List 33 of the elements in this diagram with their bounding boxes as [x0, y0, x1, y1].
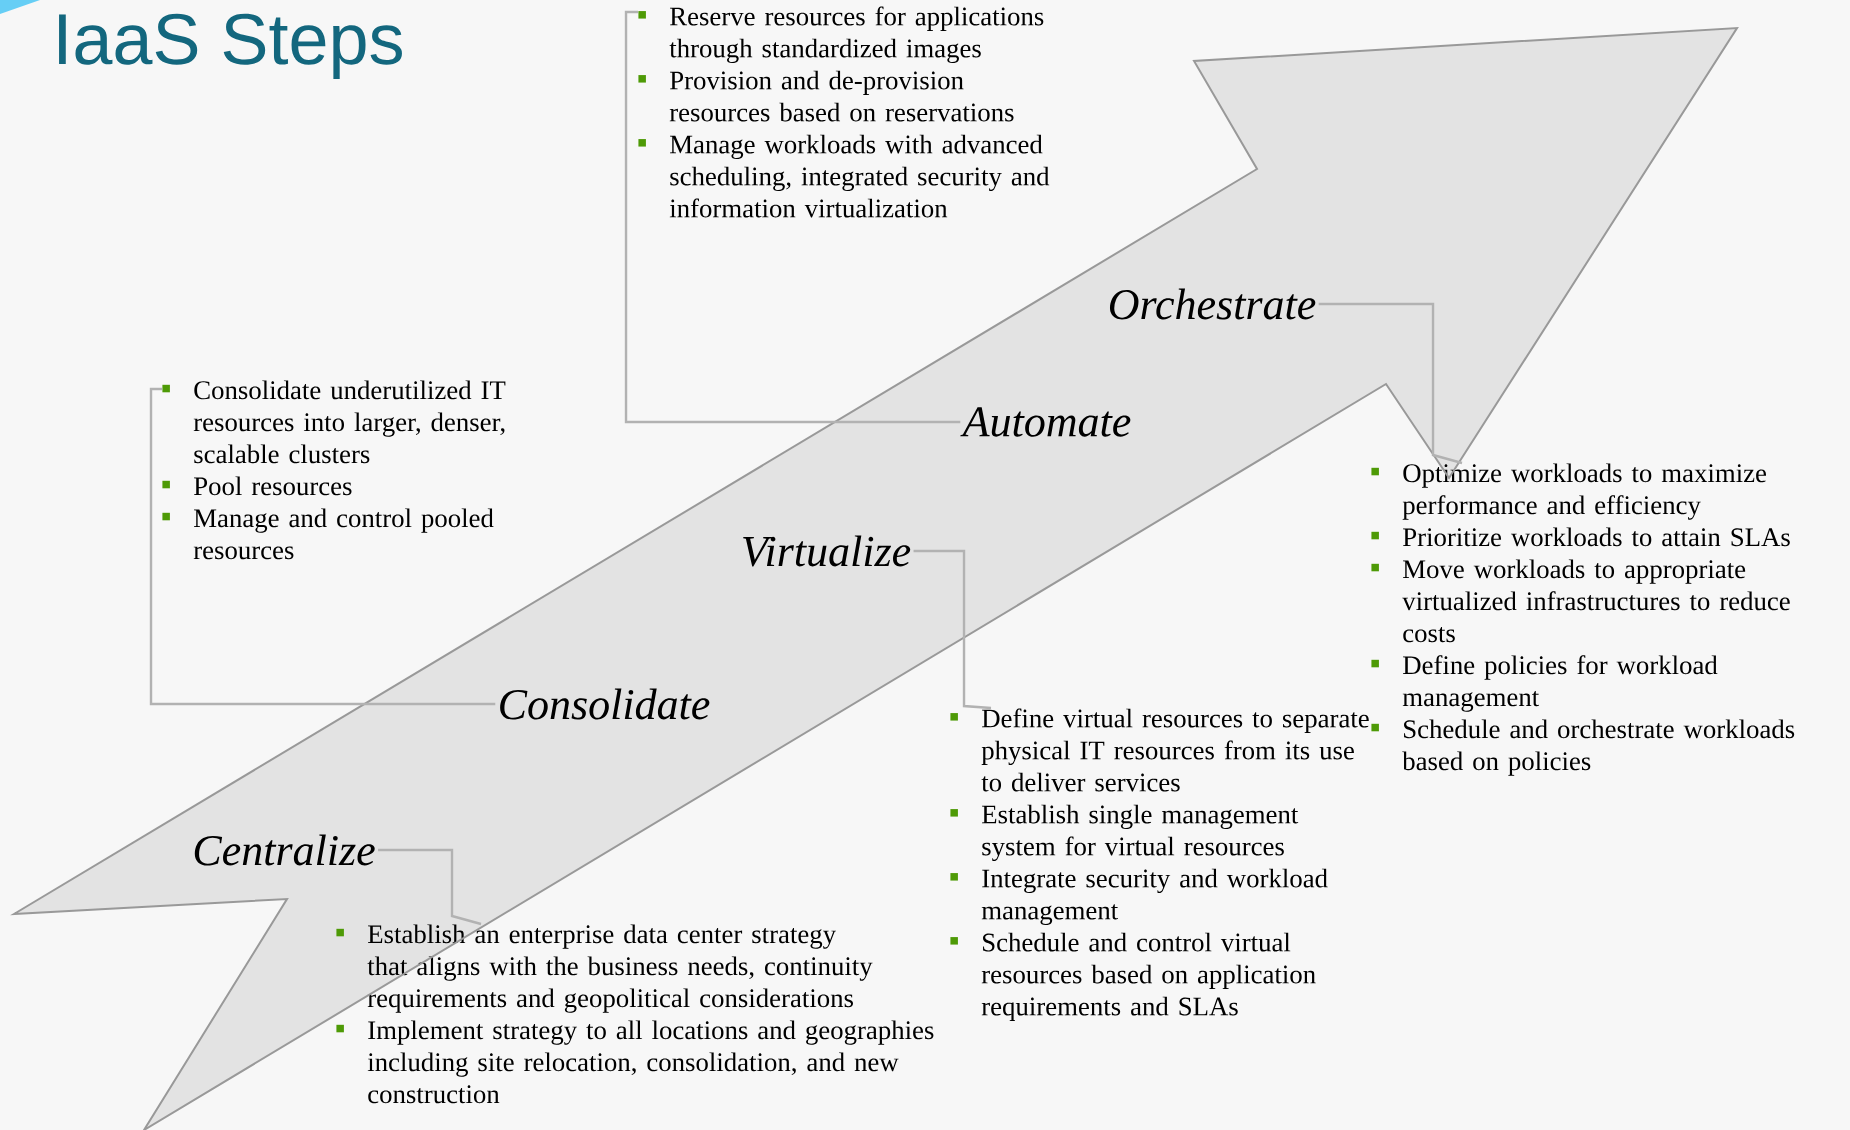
- bullet-text: Manage workloads with advanced scheduling, integrated security and information virtualization: [669, 134, 1050, 218]
- leader-line: [624, 10, 961, 424]
- bullet-text: Implement strategy to all locations and geographies including site relocation, consolidation, and new construction: [367, 1020, 934, 1104]
- bullet-text: Move workloads to appropriate virtualized infrastructures to reduce costs: [1402, 559, 1790, 643]
- bullet-text: Define policies for workload management: [1402, 655, 1718, 712]
- bullet-text: Reserve resources for applications through standardized images: [669, 6, 1044, 64]
- stage-label: Virtualize: [743, 535, 911, 567]
- bullet-text: Consolidate underutilized IT resources into larger, denser, scalable clusters: [193, 380, 506, 464]
- bullet-text: Schedule and control virtual resources based on application requirements and SLAs: [981, 932, 1316, 1021]
- bullet-list: [1371, 463, 1795, 776]
- leader-line: [149, 387, 496, 706]
- bullet-text: Define virtual resources to separate physical IT resources from its use to deliver services: [981, 708, 1369, 792]
- bullet-text: Integrate security and workload management: [981, 868, 1328, 926]
- bullet-list: [162, 380, 506, 560]
- bullet-text: Establish an enterprise data center strategy that aligns with the business needs, continuity requirements and geopolitical considerations: [367, 924, 873, 1013]
- bullet-text: Schedule and orchestrate workloads based on policies: [1402, 719, 1795, 776]
- bullet-text: Establish single management system for virtual resources: [982, 804, 1299, 862]
- title: IaaS Steps: [59, 13, 402, 79]
- bullet-text: Manage and control pooled resources: [193, 508, 494, 560]
- leader-line: [1318, 302, 1463, 465]
- bullet-text: Pool resources: [194, 476, 352, 496]
- stage-label: Centralize: [194, 834, 375, 866]
- bullet-list: [336, 924, 934, 1104]
- bullet-list: [638, 6, 1050, 218]
- bullet-text: Optimize workloads to maximize performance and efficiency: [1402, 463, 1766, 520]
- bullet-list: [950, 708, 1369, 1021]
- bullet-text: Prioritize workloads to attain SLAs: [1403, 527, 1790, 547]
- stage-label: Orchestrate: [1109, 288, 1316, 320]
- leader-line: [913, 549, 992, 710]
- bullet-text: Provision and de-provision resources based on reservations: [669, 70, 1014, 122]
- leader-line: [378, 848, 482, 926]
- stage-label: Automate: [960, 407, 1131, 437]
- stage-label: Consolidate: [500, 688, 710, 720]
